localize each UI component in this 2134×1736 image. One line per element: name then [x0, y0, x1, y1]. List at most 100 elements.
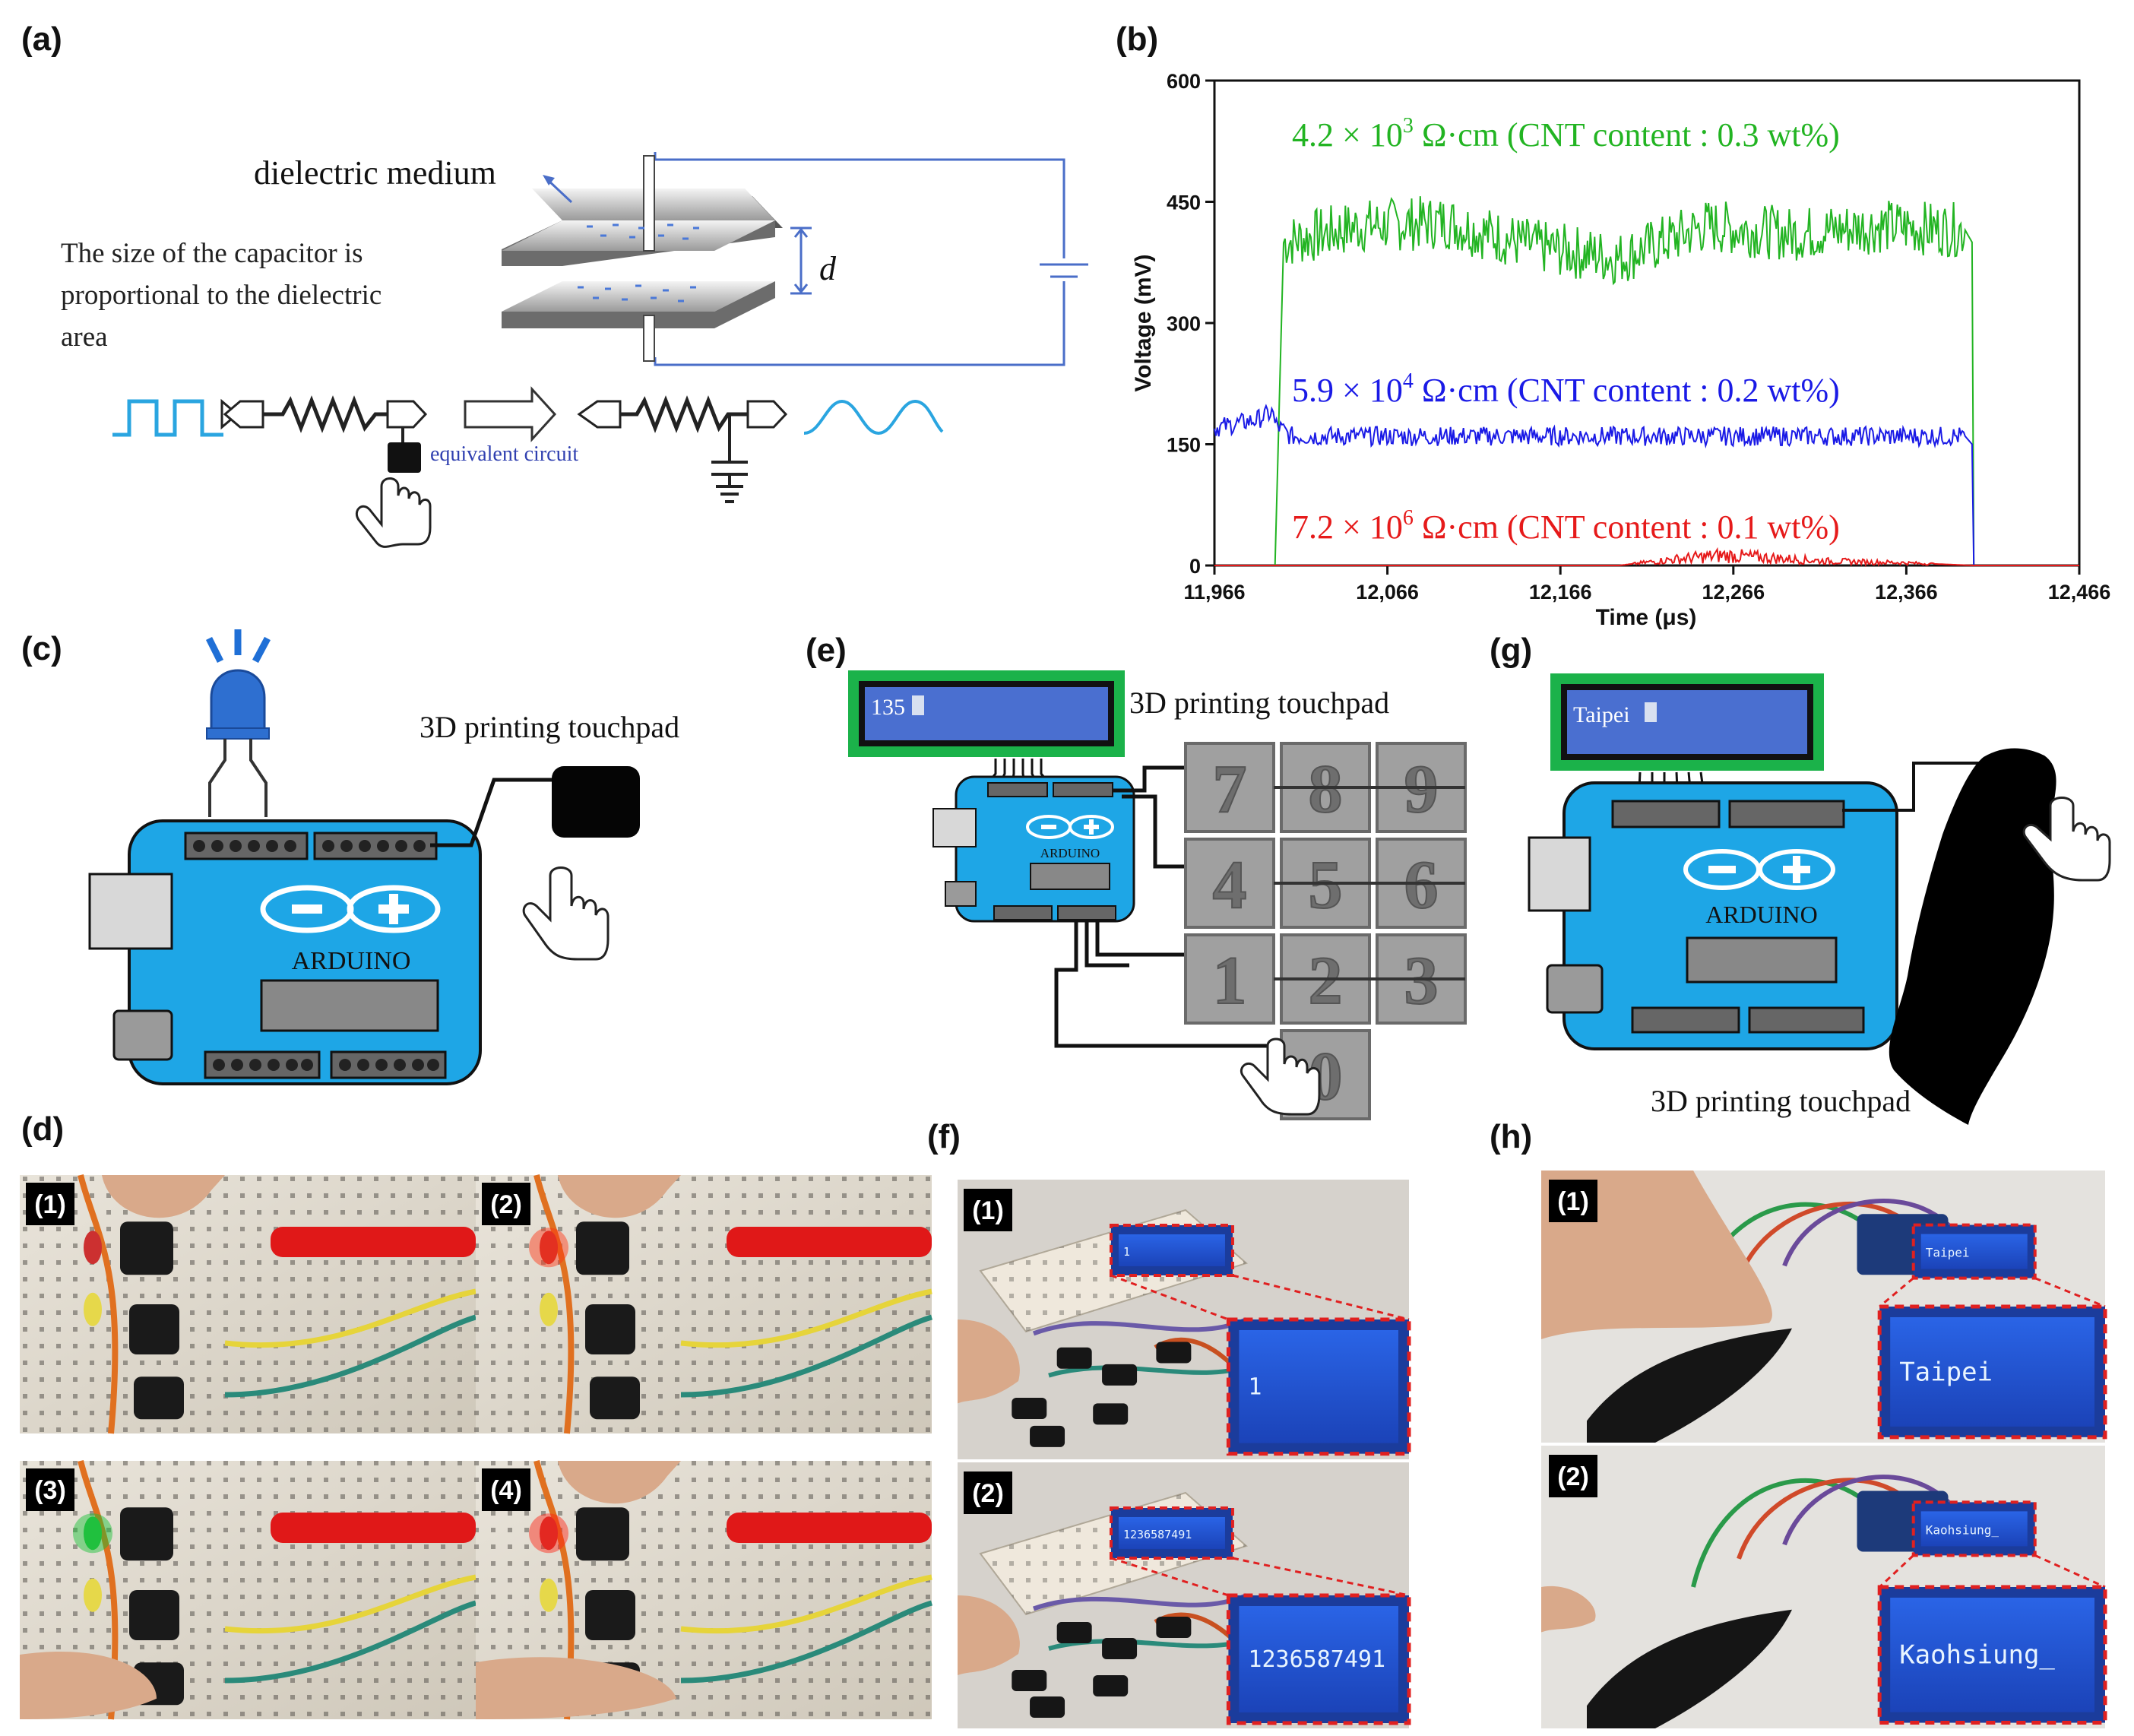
x-tick-label: 12,266 — [1702, 581, 1765, 603]
alligator-clip — [271, 1513, 476, 1543]
power-jack — [112, 1009, 173, 1061]
input-terminal-2 — [577, 400, 622, 429]
touchpad — [1093, 1403, 1129, 1425]
touchpad — [120, 1507, 173, 1561]
touchpad — [1102, 1638, 1138, 1659]
touchpad — [1012, 1398, 1047, 1420]
resistor-icon-2 — [620, 395, 748, 433]
panel-d-photos: (1)(2)(3) (4) — [20, 1174, 932, 1720]
description-line-3: area — [61, 322, 108, 353]
photo-d-3: (3) — [20, 1460, 477, 1720]
input-terminal — [223, 400, 264, 429]
led — [540, 1516, 558, 1551]
photo-tag-f-1 — [964, 1189, 1012, 1231]
touchpad — [1093, 1675, 1129, 1696]
finger-icon-g — [2022, 797, 2111, 882]
zoom-lcd-f-1-text: 1 — [1248, 1373, 1262, 1400]
lcd-text-e: 135 — [871, 695, 905, 720]
touchpad-label-g: 3D printing touchpad — [1651, 1084, 1911, 1118]
key-label: 2 — [1309, 943, 1343, 1018]
smoothed-wave-icon — [803, 399, 944, 436]
lcd-screen-e — [865, 687, 1108, 740]
series-label-1: 4.2 × 103 Ω·cm (CNT content : 0.3 wt%) — [1292, 114, 1840, 154]
photo-d-4: (4) — [476, 1460, 932, 1720]
x-tick-label: 12,466 — [2048, 581, 2111, 603]
touchpad — [576, 1507, 629, 1561]
small-lcd-text: 1236587491 — [1123, 1528, 1192, 1541]
photo-tag-f-1-label: (1) — [972, 1196, 1004, 1225]
led — [540, 1231, 558, 1265]
touchpad — [1156, 1342, 1192, 1364]
arduino-label-g: ARDUINO — [1705, 901, 1818, 928]
photo-tag-h-1 — [1549, 1180, 1597, 1222]
bottom-plate — [502, 281, 775, 328]
finger — [558, 1461, 681, 1504]
series-line-2 — [1214, 404, 2079, 566]
panel-label-a: (a) — [21, 21, 62, 58]
arduino-logo-g — [1683, 849, 1835, 890]
key-label: 3 — [1404, 943, 1439, 1018]
x-tick-label: 11,966 — [1183, 581, 1245, 603]
y-tick-label: 600 — [1167, 70, 1201, 93]
photo-d-1: (1) — [20, 1174, 477, 1434]
photo-tag-d-2 — [482, 1183, 530, 1225]
photo-d-2: (2) — [476, 1174, 932, 1434]
alligator-clip — [727, 1513, 932, 1543]
photo-tag-h-2-label: (2) — [1557, 1462, 1589, 1491]
dielectric-label: dielectric medium — [254, 154, 496, 192]
arduino-logo-e — [1026, 815, 1114, 839]
finger — [102, 1175, 225, 1218]
x-axis-label: Time (μs) — [1596, 605, 1697, 630]
keypad-wires — [1054, 765, 1284, 1048]
photo-tag-f-2 — [964, 1471, 1012, 1514]
usb-port — [88, 873, 173, 950]
transform-arrow — [464, 386, 557, 442]
zoom-lcd-f-2-text: 1236587491 — [1248, 1646, 1385, 1673]
photo-tag-d-3 — [26, 1468, 74, 1511]
battery-icon — [1040, 263, 1088, 278]
panel-label-g: (g) — [1490, 632, 1532, 669]
led-icon — [205, 629, 271, 817]
finger-icon-e — [1240, 1037, 1321, 1116]
wire-to-touchpad-c — [430, 778, 553, 847]
bottom-electrode — [643, 315, 655, 362]
alligator-clip — [727, 1227, 932, 1257]
capacitor-ground-icon — [711, 414, 748, 503]
touchpad-label-c: 3D printing touchpad — [420, 710, 679, 744]
series-line-3 — [1214, 546, 2079, 568]
hand — [958, 1595, 1020, 1675]
key-label: 7 — [1213, 752, 1247, 827]
x-tick-label: 12,066 — [1356, 581, 1419, 603]
gap-arrow — [790, 227, 812, 295]
panel-c-led-diagram: ARDUINO 3D printing touchpad — [88, 629, 679, 1085]
x-tick-label: 12,166 — [1529, 581, 1592, 603]
cursor-g — [1645, 702, 1657, 722]
taiwan-touchpad — [1587, 1609, 1792, 1728]
gap-label: d — [819, 250, 837, 287]
led — [84, 1231, 102, 1265]
zoom-lcd-h-1-text: Taipei — [1899, 1357, 1993, 1387]
output-terminal-1 — [386, 400, 428, 429]
arduino-label-e: ARDUINO — [1040, 846, 1100, 860]
photo-tag-h-2 — [1549, 1455, 1597, 1497]
small-lcd-text: 1 — [1123, 1245, 1130, 1259]
square-wave-icon — [112, 399, 223, 437]
touchpad — [1030, 1425, 1065, 1447]
photo-tag-d-1 — [26, 1183, 74, 1225]
taiwan-touchpad — [1587, 1328, 1792, 1443]
taiwan-map-touchpad — [1889, 748, 2056, 1125]
key-4 — [1184, 838, 1275, 929]
key-1 — [1184, 933, 1275, 1025]
photo-tag-d-4-label: (4) — [490, 1476, 522, 1505]
touchpad-c — [552, 766, 640, 838]
plot-frame — [1213, 79, 2081, 567]
arduino-logo-c — [260, 885, 441, 933]
chip — [260, 979, 439, 1032]
key-label: 1 — [1213, 943, 1247, 1018]
